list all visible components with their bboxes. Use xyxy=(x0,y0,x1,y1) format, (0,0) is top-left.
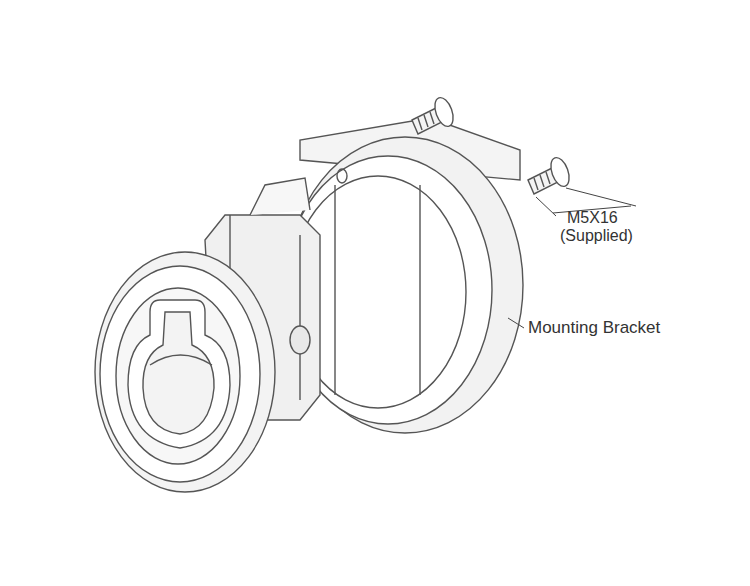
part-name: Mounting Bracket xyxy=(528,318,660,338)
dimension-label: M5X16 xyxy=(567,208,618,228)
extension-line xyxy=(536,197,556,216)
screw-head xyxy=(547,155,572,189)
bracket-flat xyxy=(335,185,420,395)
cup-recess xyxy=(116,288,240,464)
flange-lip xyxy=(100,266,260,482)
screw-thread xyxy=(418,112,434,130)
latch-face xyxy=(95,252,275,492)
screw xyxy=(528,155,573,194)
latch-bolt xyxy=(250,178,310,215)
flange-outer xyxy=(95,252,275,492)
screw xyxy=(412,95,457,134)
bracket-hole xyxy=(337,169,347,183)
dimension-lines xyxy=(508,188,636,328)
housing-boss xyxy=(290,326,310,354)
ring-edge xyxy=(150,355,212,365)
pull-ring-inner xyxy=(143,312,214,434)
leader-line xyxy=(508,318,524,328)
screw-head xyxy=(431,95,456,129)
note-label: (Supplied) xyxy=(560,226,633,246)
screw-thread xyxy=(534,172,550,190)
pull-ring xyxy=(128,300,230,448)
extension-line xyxy=(566,188,636,206)
